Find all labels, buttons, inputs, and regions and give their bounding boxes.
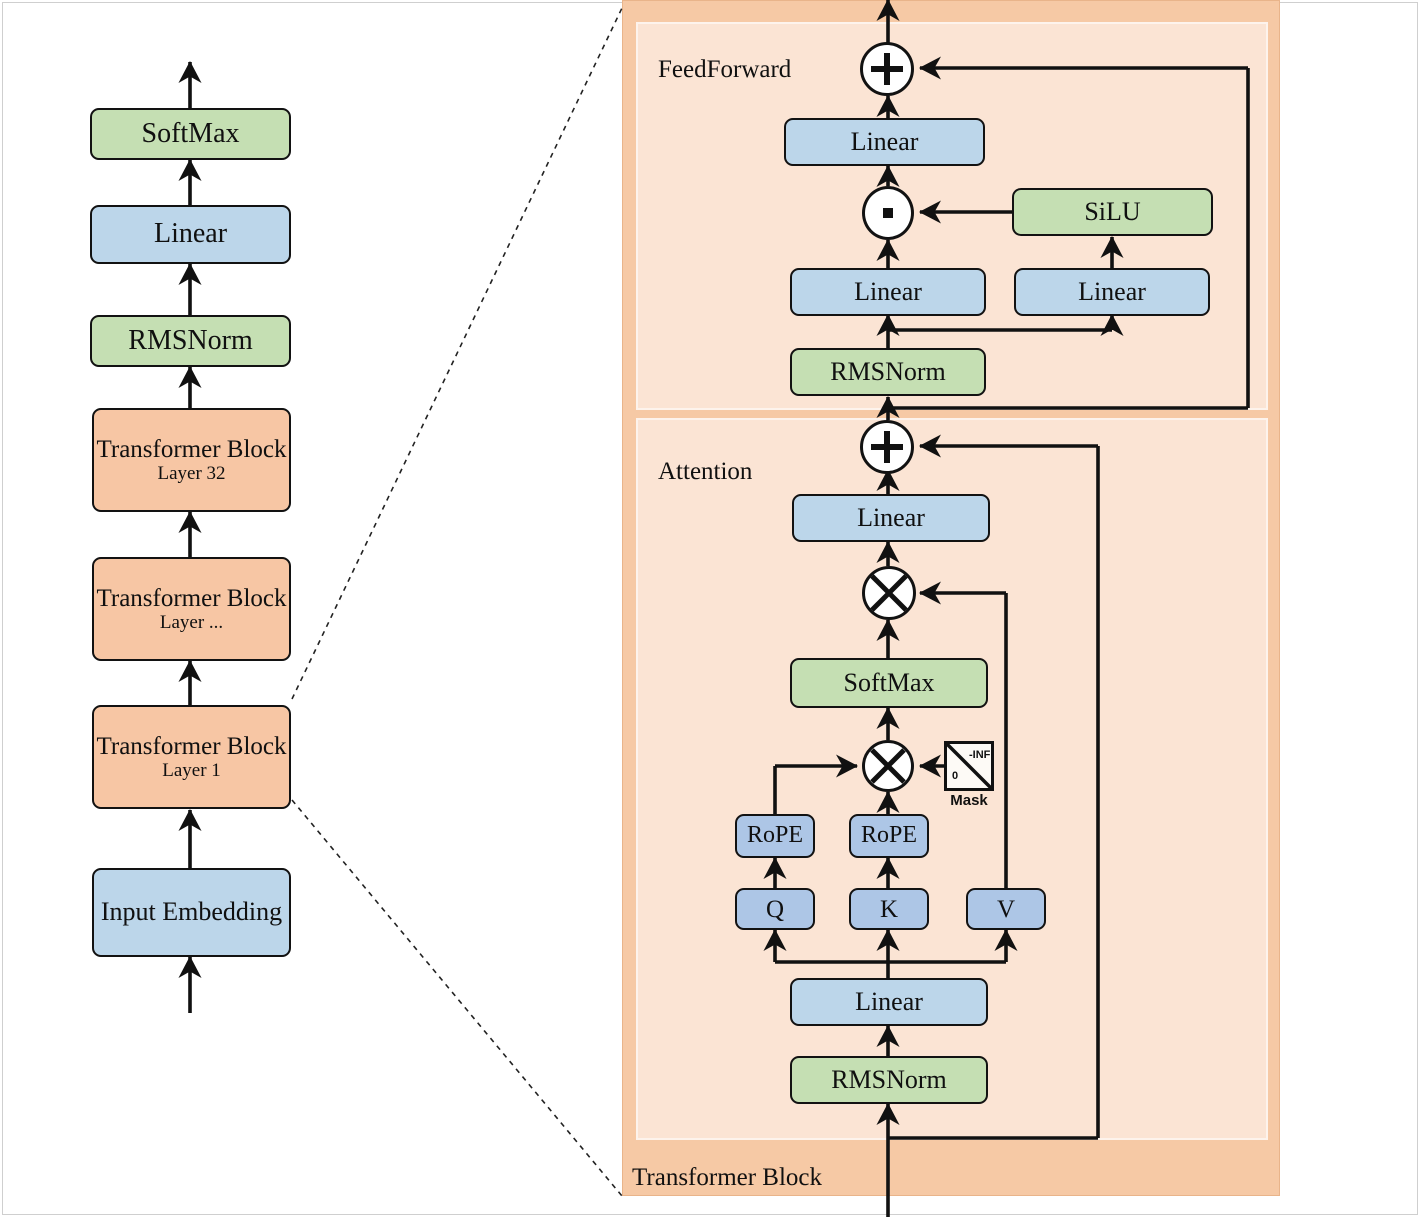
stack-node-transformer-block-32[interactable]: Transformer Block Layer 32 [92,408,291,512]
node-label: SoftMax [843,667,935,697]
stack-node-label: Linear [153,218,228,250]
stack-node-linear[interactable]: Linear [90,205,291,264]
node-label: RoPE [860,822,917,849]
attention-output-linear[interactable]: Linear [792,494,990,542]
stack-node-rmsnorm[interactable]: RMSNorm [90,315,291,367]
node-label: RoPE [746,822,803,849]
stack-node-sublabel: Layer 32 [157,462,226,484]
attention-add-node[interactable] [860,420,914,474]
stack-node-label: Transformer Block [96,435,287,463]
stack-node-label: Transformer Block [96,732,287,760]
mask-low-value: 0 [952,770,959,782]
transformer-block-container-label: Transformer Block [632,1164,823,1191]
attention-softmax[interactable]: SoftMax [790,658,988,708]
cross-icon [869,747,906,784]
feedforward-gate-linear[interactable]: Linear [1014,268,1210,316]
attention-av-matmul-node[interactable] [862,566,916,620]
node-label: K [879,895,899,923]
feedforward-elementwise-multiply-node[interactable] [862,186,914,240]
attention-rope-q[interactable]: RoPE [735,814,815,858]
attention-value[interactable]: V [966,888,1046,930]
stack-node-label: Input Embedding [100,897,283,927]
feedforward-label: FeedForward [658,56,792,83]
dot-icon [882,207,893,218]
node-label: SiLU [1084,196,1141,226]
attention-rope-k[interactable]: RoPE [849,814,929,858]
attention-mask-caption: Mask [950,792,988,809]
node-label: V [996,895,1016,923]
attention-mask-icon[interactable]: 0 -INF [944,741,994,791]
mask-high-value: -INF [969,749,991,761]
stack-node-sublabel: Layer 1 [162,759,221,781]
mask-diagonal-icon [944,741,994,791]
feedforward-rmsnorm[interactable]: RMSNorm [790,348,986,396]
plus-icon [870,430,903,463]
node-label: RMSNorm [830,356,946,386]
feedforward-add-node[interactable] [860,42,914,96]
feedforward-output-linear[interactable]: Linear [784,118,985,166]
stack-node-label: Transformer Block [96,584,287,612]
stack-node-label: SoftMax [141,117,240,149]
plus-icon [870,52,903,85]
stack-node-softmax[interactable]: SoftMax [90,108,291,160]
stack-node-label: RMSNorm [128,324,253,356]
feedforward-up-linear[interactable]: Linear [790,268,986,316]
cross-icon [869,573,908,612]
node-label: Linear [1078,276,1146,306]
stack-node-input-embedding[interactable]: Input Embedding [92,868,291,957]
attention-query[interactable]: Q [735,888,815,930]
attention-qkv-linear[interactable]: Linear [790,978,988,1026]
stack-node-sublabel: Layer ... [159,611,224,633]
node-label: Linear [857,502,925,532]
stack-node-transformer-block-1[interactable]: Transformer Block Layer 1 [92,705,291,809]
attention-label: Attention [658,458,753,485]
attention-qk-matmul-node[interactable] [862,740,914,792]
stack-node-transformer-block-mid[interactable]: Transformer Block Layer ... [92,557,291,661]
attention-key[interactable]: K [849,888,929,930]
node-label: Q [765,895,785,923]
attention-rmsnorm[interactable]: RMSNorm [790,1056,988,1104]
node-label: Linear [850,126,919,156]
feedforward-silu[interactable]: SiLU [1012,188,1213,236]
node-label: Linear [854,276,922,306]
callout-lines [291,7,623,1197]
node-label: Linear [855,986,923,1016]
node-label: RMSNorm [831,1064,947,1094]
